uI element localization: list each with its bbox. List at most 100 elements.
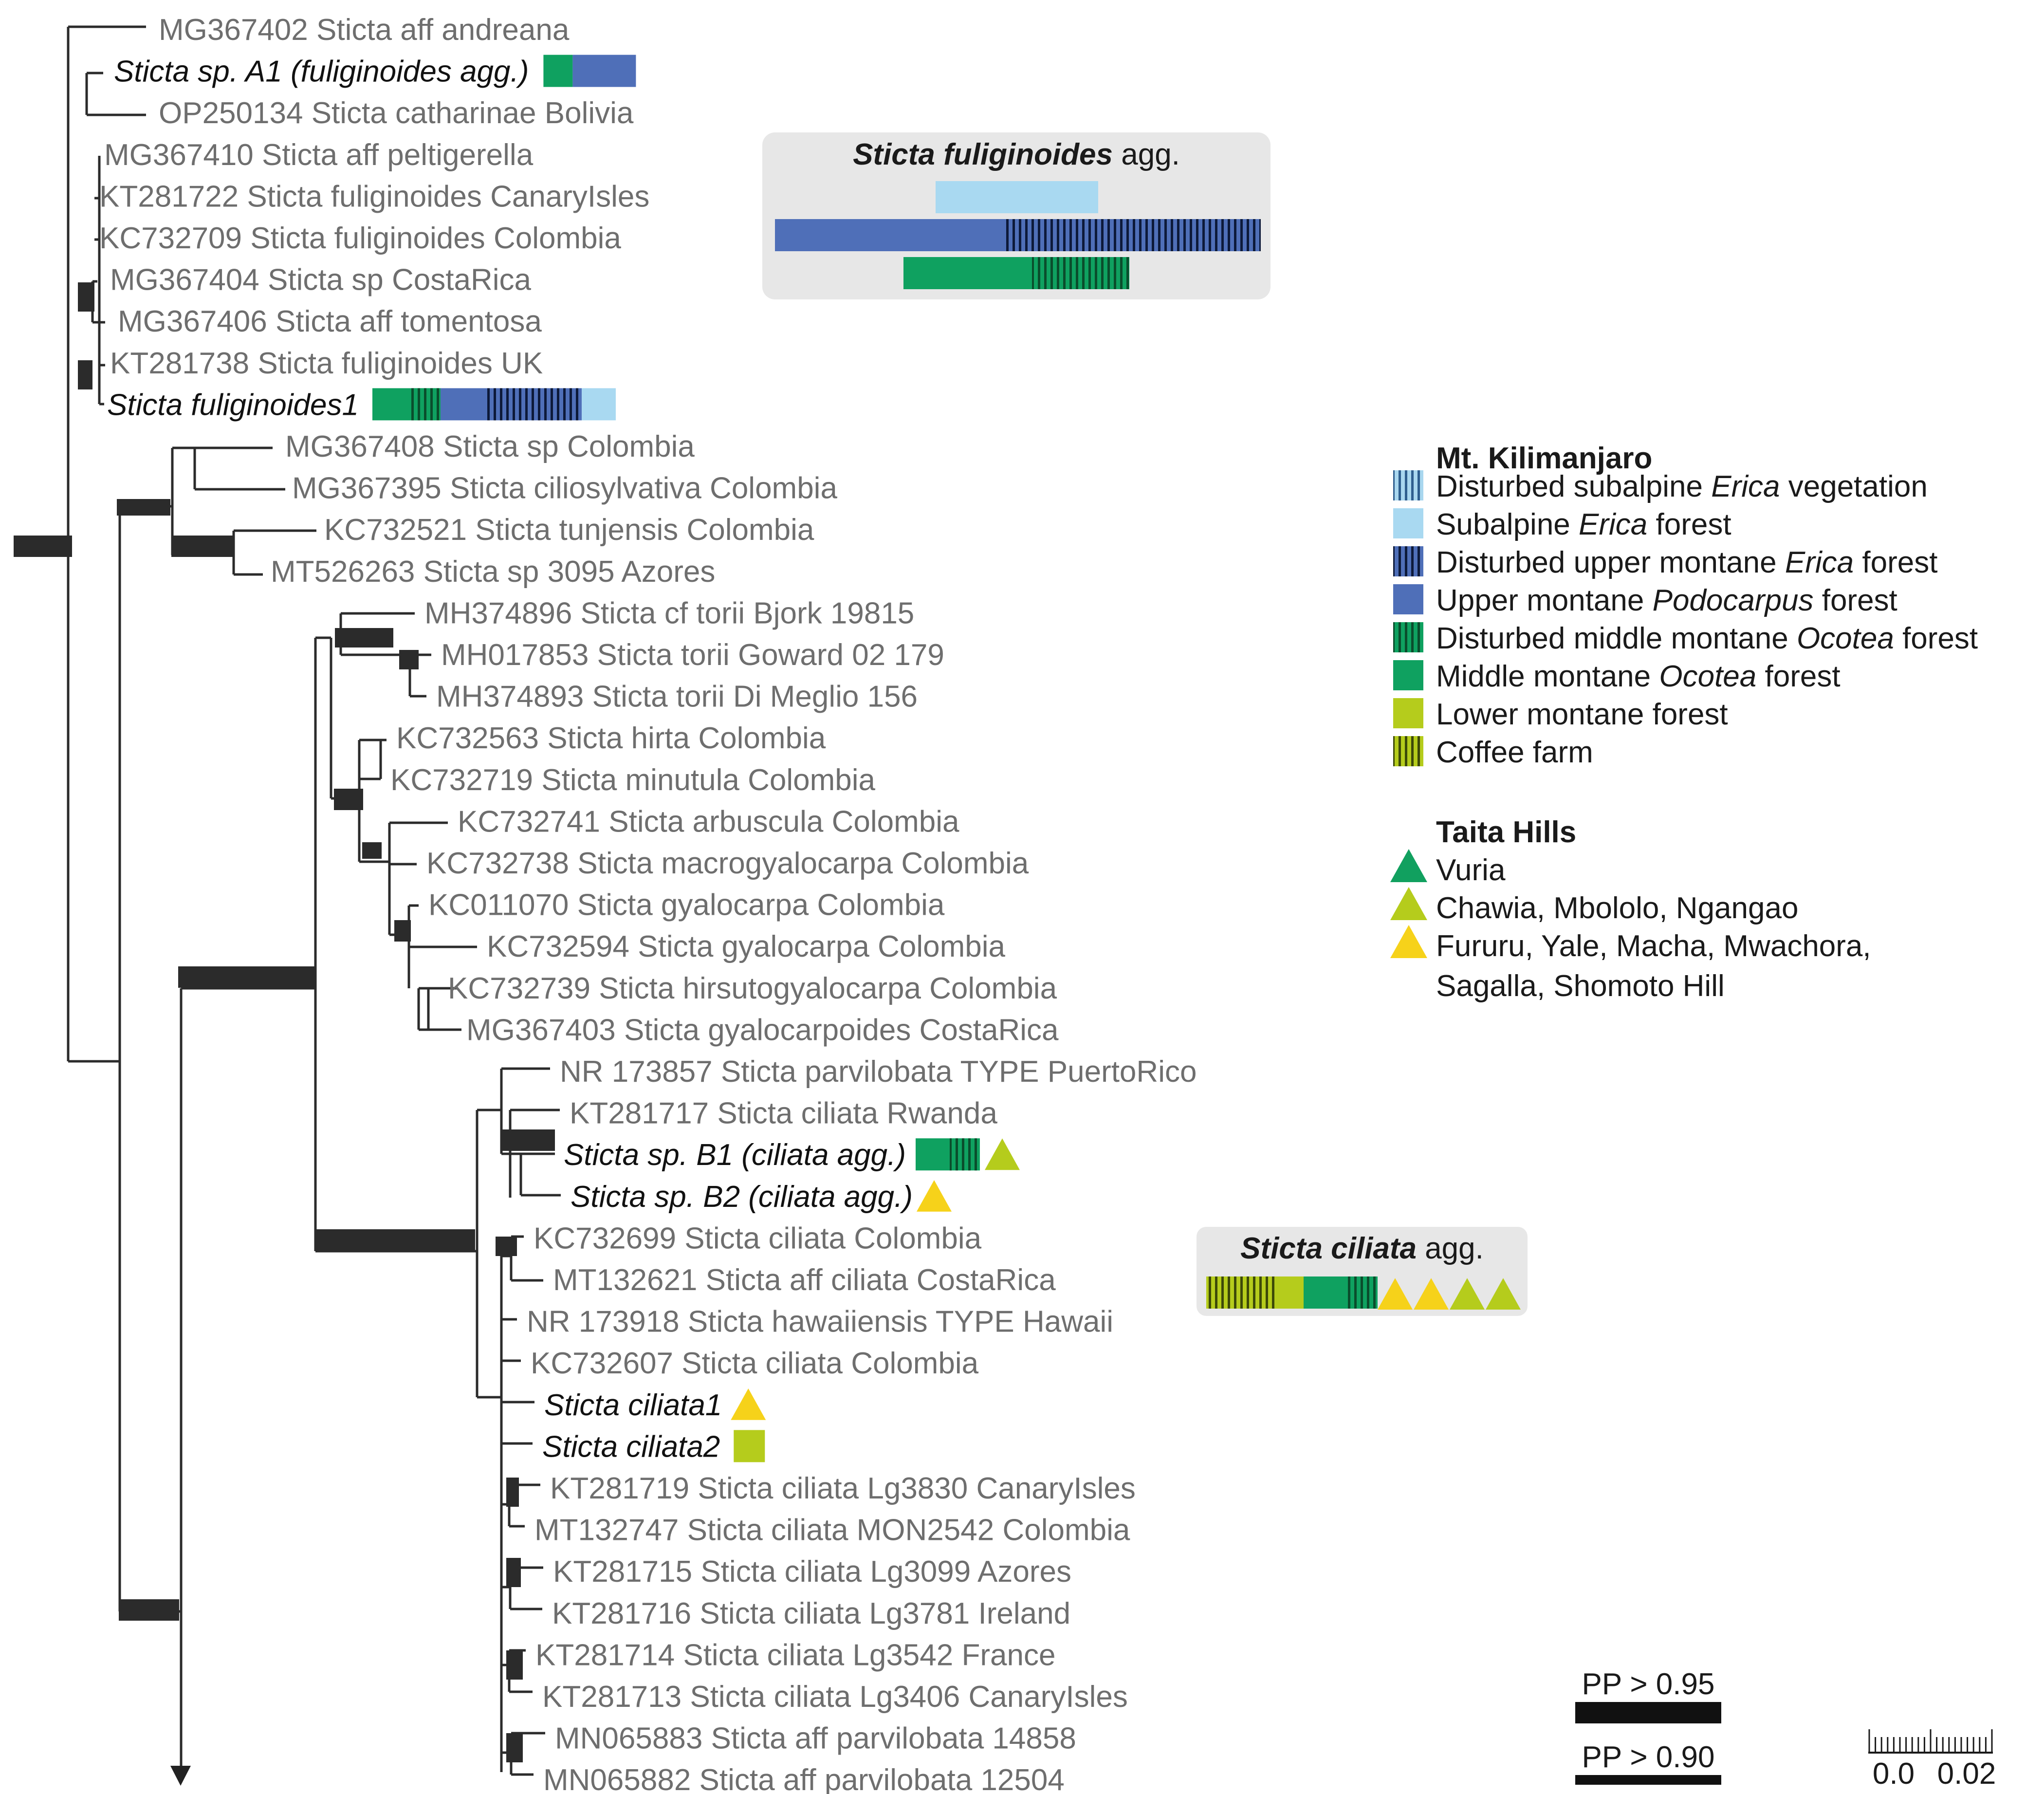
legend: Mt. Kilimanjaro Taita Hills Disturbed su… [1390,442,1978,1003]
legend-taita-item: Vuria [1436,853,1506,887]
legend-taita-item-line2: Sagalla, Shomoto Hill [1436,969,1725,1003]
taita-chawia-triangle-icon [1486,1278,1521,1310]
legend-item-part: Podocarpus [1653,584,1814,617]
support-bar [119,1599,179,1621]
legend-taita-item: Fururu, Yale, Macha, Mwachora, [1436,929,1871,963]
legend-item-upper: Upper montane Podocarpus forest [1436,584,1897,617]
taxon-label: KC732719 Sticta minutula Colombia [390,763,876,797]
taita-chawia-triangle-icon [1450,1278,1485,1310]
taxon-label-focal: Sticta sp. B2 (ciliata agg.) [571,1180,913,1214]
taxon-label-focal: Sticta ciliata2 [542,1430,720,1463]
legend-item-part: Subalpine [1436,508,1579,541]
habitat-middle-disturbed-swatch-hatch [411,388,441,421]
taxon-label: KT281717 Sticta ciliata Rwanda [570,1097,997,1130]
legend-item-subalpine_disturbed: Disturbed subalpine Erica vegetation [1436,470,1928,503]
fuliginoides-agg-title-suffix: agg. [1113,138,1180,171]
legend-swatch-hatch [1393,736,1423,766]
support-bar [178,966,314,988]
taxon-label: KC732738 Sticta macrogyalocarpa Colombia [426,847,1029,880]
support-bar [78,360,92,389]
legend-swatch-hatch [1393,622,1423,652]
legend-item-coffee: Coffee farm [1436,736,1593,769]
legend-item-part: Coffee farm [1436,736,1593,769]
taxon-label: MT526263 Sticta sp 3095 Azores [271,555,715,589]
legend-item-part: forest [1756,660,1840,693]
legend-item-part: vegetation [1780,470,1928,503]
fuliginoides-agg-title-italic: Sticta fuliginoides [853,138,1113,171]
legend-triangle-vuria-icon [1390,849,1427,882]
habitat-upper-swatch [440,388,484,421]
legend-item-lower: Lower montane forest [1436,698,1728,731]
agg-middle-swatch [903,257,1032,289]
habitat-subalpine-swatch [581,388,616,421]
support-key-pp90-bar [1575,1775,1721,1785]
taxon-label: OP250134 Sticta catharinae Bolivia [159,96,634,130]
legend-item-middle_disturbed: Disturbed middle montane Ocotea forest [1436,622,1978,655]
legend-item-part: forest [1814,584,1897,617]
legend-item-part: Erica [1579,508,1647,541]
legend-item-part: Upper montane [1436,584,1653,617]
taxon-label: KC732739 Sticta hirsutogyalocarpa Colomb… [448,972,1057,1005]
legend-swatch-hatch [1393,470,1423,500]
habitat-markers [372,55,1521,1462]
support-bar [506,1478,519,1507]
taxon-label-focal: Sticta ciliata1 [544,1388,722,1422]
taxon-label: MG367408 Sticta sp Colombia [285,430,695,463]
taxon-label: KC011070 Sticta gyalocarpa Colombia [428,888,945,922]
taxon-label-focal: Sticta fuliginoides1 [107,388,359,422]
taxon-label: KT281714 Sticta ciliata Lg3542 France [535,1638,1055,1672]
fuliginoides-agg-title: Sticta fuliginoides agg. [853,138,1180,171]
taxon-label: NR 173918 Sticta hawaiiensis TYPE Hawaii [527,1305,1113,1339]
taxon-label: MH374893 Sticta torii Di Meglio 156 [436,680,918,714]
taxon-label: MG367404 Sticta sp CostaRica [110,263,531,297]
habitat-middle-disturbed-swatch-hatch [949,1138,980,1171]
legend-swatch-hatch [1393,546,1423,576]
fuliginoides-agg-box [762,132,1271,299]
taita-fururu-triangle-icon [1414,1278,1449,1310]
support-key: PP > 0.95 PP > 0.90 [1575,1667,1721,1785]
taxon-label: KC732741 Sticta arbuscula Colombia [458,805,959,838]
ciliata-agg-title-italic: Sticta ciliata [1240,1232,1417,1265]
support-bar [78,282,94,312]
taxon-label: MN065883 Sticta aff parvilobata 14858 [555,1722,1076,1756]
taxon-label: MG367406 Sticta aff tomentosa [118,305,542,338]
legend-item-part: Disturbed upper montane [1436,546,1785,579]
legend-taita-item: Chawia, Mbololo, Ngangao [1436,891,1798,925]
support-bar [14,536,72,557]
legend-item-part: Ocotea [1659,660,1756,693]
taxon-label: KT281719 Sticta ciliata Lg3830 CanaryIsl… [550,1472,1136,1505]
agg-upper-swatch [775,219,1004,251]
support-bar [171,536,235,557]
habitat-lower-swatch [734,1430,765,1462]
ciliata-agg-title: Sticta ciliata agg. [1240,1232,1484,1265]
support-bar [501,1129,555,1151]
taxon-label: KT281713 Sticta ciliata Lg3406 CanaryIsl… [542,1680,1128,1714]
taita-fururu-triangle-icon [1378,1278,1413,1310]
support-bar [335,628,393,647]
legend-triangle-fururu-icon [1390,925,1427,958]
agg-lower-swatch [1274,1276,1304,1309]
taita-fururu-triangle-icon [731,1388,766,1420]
scale-bar: 0.0 0.02 [1868,1729,1996,1791]
taita-chawia-triangle-icon [984,1138,1020,1170]
legend-item-subalpine: Subalpine Erica forest [1436,508,1731,541]
tree-branches [67,25,561,1776]
taxon-label: KT281722 Sticta fuliginoides CanaryIsles [99,180,649,213]
support-bar [334,789,363,810]
support-bar [506,1558,521,1587]
taxon-label: MT132747 Sticta ciliata MON2542 Colombia [534,1514,1130,1547]
legend-item-middle: Middle montane Ocotea forest [1436,660,1841,693]
scale-bar-label-1: 0.02 [1937,1757,1996,1791]
support-bar [399,650,419,669]
agg-upper-disturbed-swatch-hatch [1004,219,1261,251]
taxon-label: KC732699 Sticta ciliata Colombia [534,1221,982,1255]
taita-fururu-triangle-icon [916,1180,952,1212]
taxon-label: MG367410 Sticta aff peltigerella [104,138,534,172]
taxon-label-focal: Sticta sp. B1 (ciliata agg.) [564,1138,906,1172]
taxon-label: KC732521 Sticta tunjensis Colombia [324,513,814,547]
ciliata-agg-title-suffix: agg. [1417,1232,1484,1265]
support-key-pp95-bar [1575,1702,1721,1723]
support-key-pp95-label: PP > 0.95 [1582,1667,1715,1701]
